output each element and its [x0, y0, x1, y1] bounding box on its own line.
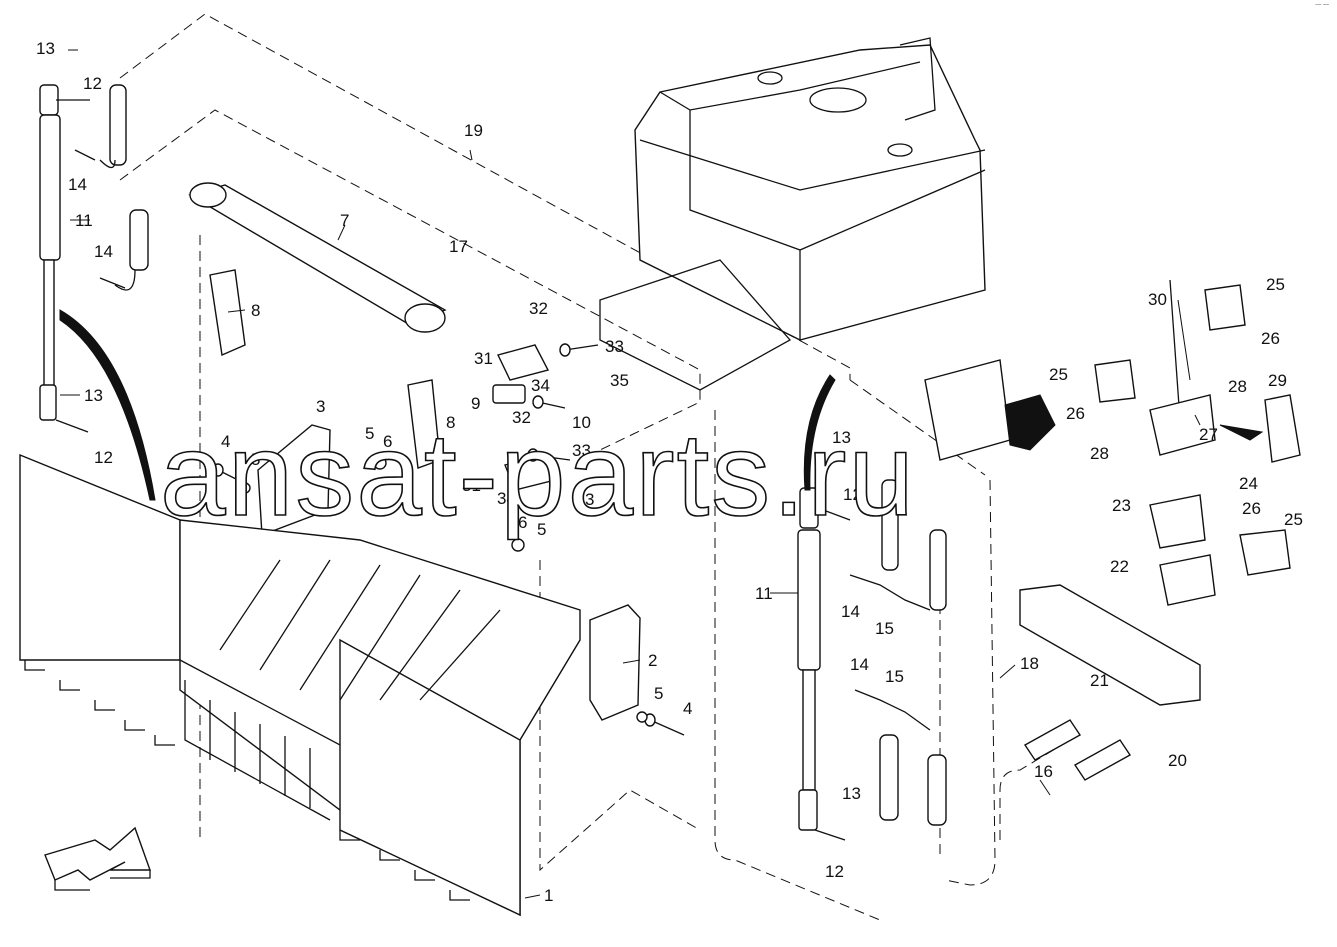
callout-1: 1: [544, 886, 553, 905]
callout-31: 31: [474, 349, 493, 368]
callout-5: 5: [365, 424, 374, 443]
bucket-assembly: [19, 453, 581, 917]
callout-20: 20: [1168, 751, 1187, 770]
callout-5: 5: [251, 450, 260, 469]
callout-12: 12: [94, 448, 113, 467]
callout-30: 30: [1148, 290, 1167, 309]
callout-34: 34: [497, 489, 516, 508]
callout-13: 13: [832, 428, 851, 447]
callout-24: 24: [1239, 474, 1258, 493]
callout-4: 4: [221, 432, 230, 451]
callout-15: 15: [875, 619, 894, 638]
callout-23: 23: [1112, 496, 1131, 515]
callout-25: 25: [1266, 275, 1285, 294]
callout-11: 11: [755, 584, 773, 603]
callout-13: 13: [36, 39, 55, 58]
callouts: 13 12 14 11 14 13 12 19 7 17 8 32 31 33 …: [36, 39, 1303, 905]
fasteners: [212, 343, 685, 736]
callout-25: 25: [1284, 510, 1303, 529]
callout-32: 32: [512, 408, 531, 427]
callout-17: 17: [449, 237, 468, 256]
callout-12: 12: [825, 862, 844, 881]
leader-lines: [60, 49, 1201, 899]
callout-21: 21: [1090, 671, 1109, 690]
callout-26: 26: [1066, 404, 1085, 423]
left-hydraulic-cylinder: [39, 84, 156, 501]
callout-12: 12: [843, 485, 862, 504]
callout-32: 32: [529, 299, 548, 318]
right-hydraulic-cylinder: [797, 374, 947, 841]
callout-22: 22: [1110, 557, 1129, 576]
callout-29: 29: [1268, 371, 1287, 390]
callout-14: 14: [68, 175, 87, 194]
callout-11: 11: [75, 211, 93, 230]
callout-6: 6: [518, 513, 527, 532]
callout-27: 27: [1199, 425, 1218, 444]
callout-18: 18: [1020, 654, 1039, 673]
callout-14: 14: [94, 242, 113, 261]
callout-8: 8: [446, 413, 455, 432]
callout-15: 15: [885, 667, 904, 686]
callout-35: 35: [610, 371, 629, 390]
callout-16: 16: [1034, 762, 1053, 781]
callout-14: 14: [841, 602, 860, 621]
callout-25: 25: [1049, 365, 1068, 384]
callout-13: 13: [84, 386, 103, 405]
machine-frame: [599, 37, 986, 391]
watermark-text: ansat-parts.ru: [160, 409, 916, 541]
callout-12: 12: [83, 74, 102, 93]
callout-3: 3: [585, 490, 594, 509]
callout-3: 3: [316, 397, 325, 416]
callout-9: 9: [471, 394, 480, 413]
corner-mark: — —: [1315, 2, 1329, 8]
callout-13: 13: [842, 784, 861, 803]
callout-28: 28: [1090, 444, 1109, 463]
callout-31: 31: [462, 476, 481, 495]
callout-19: 19: [464, 121, 483, 140]
callout-4: 4: [683, 699, 692, 718]
callout-26: 26: [1261, 329, 1280, 348]
cross-shaft: [188, 182, 556, 491]
callout-28: 28: [1228, 377, 1247, 396]
callout-33: 33: [605, 337, 624, 356]
callout-34: 34: [531, 376, 550, 395]
callout-5: 5: [537, 520, 546, 539]
callout-5: 5: [654, 684, 663, 703]
forward-arrow-icon: [44, 826, 151, 891]
callout-33: 33: [572, 441, 591, 460]
callout-2: 2: [648, 651, 657, 670]
callout-10: 10: [572, 413, 591, 432]
callout-14: 14: [850, 655, 869, 674]
callout-8: 8: [251, 301, 260, 320]
callout-6: 6: [383, 432, 392, 451]
valve-assembly: [924, 279, 1301, 781]
callout-7: 7: [340, 211, 349, 230]
callout-26: 26: [1242, 499, 1261, 518]
brackets: [257, 424, 641, 721]
